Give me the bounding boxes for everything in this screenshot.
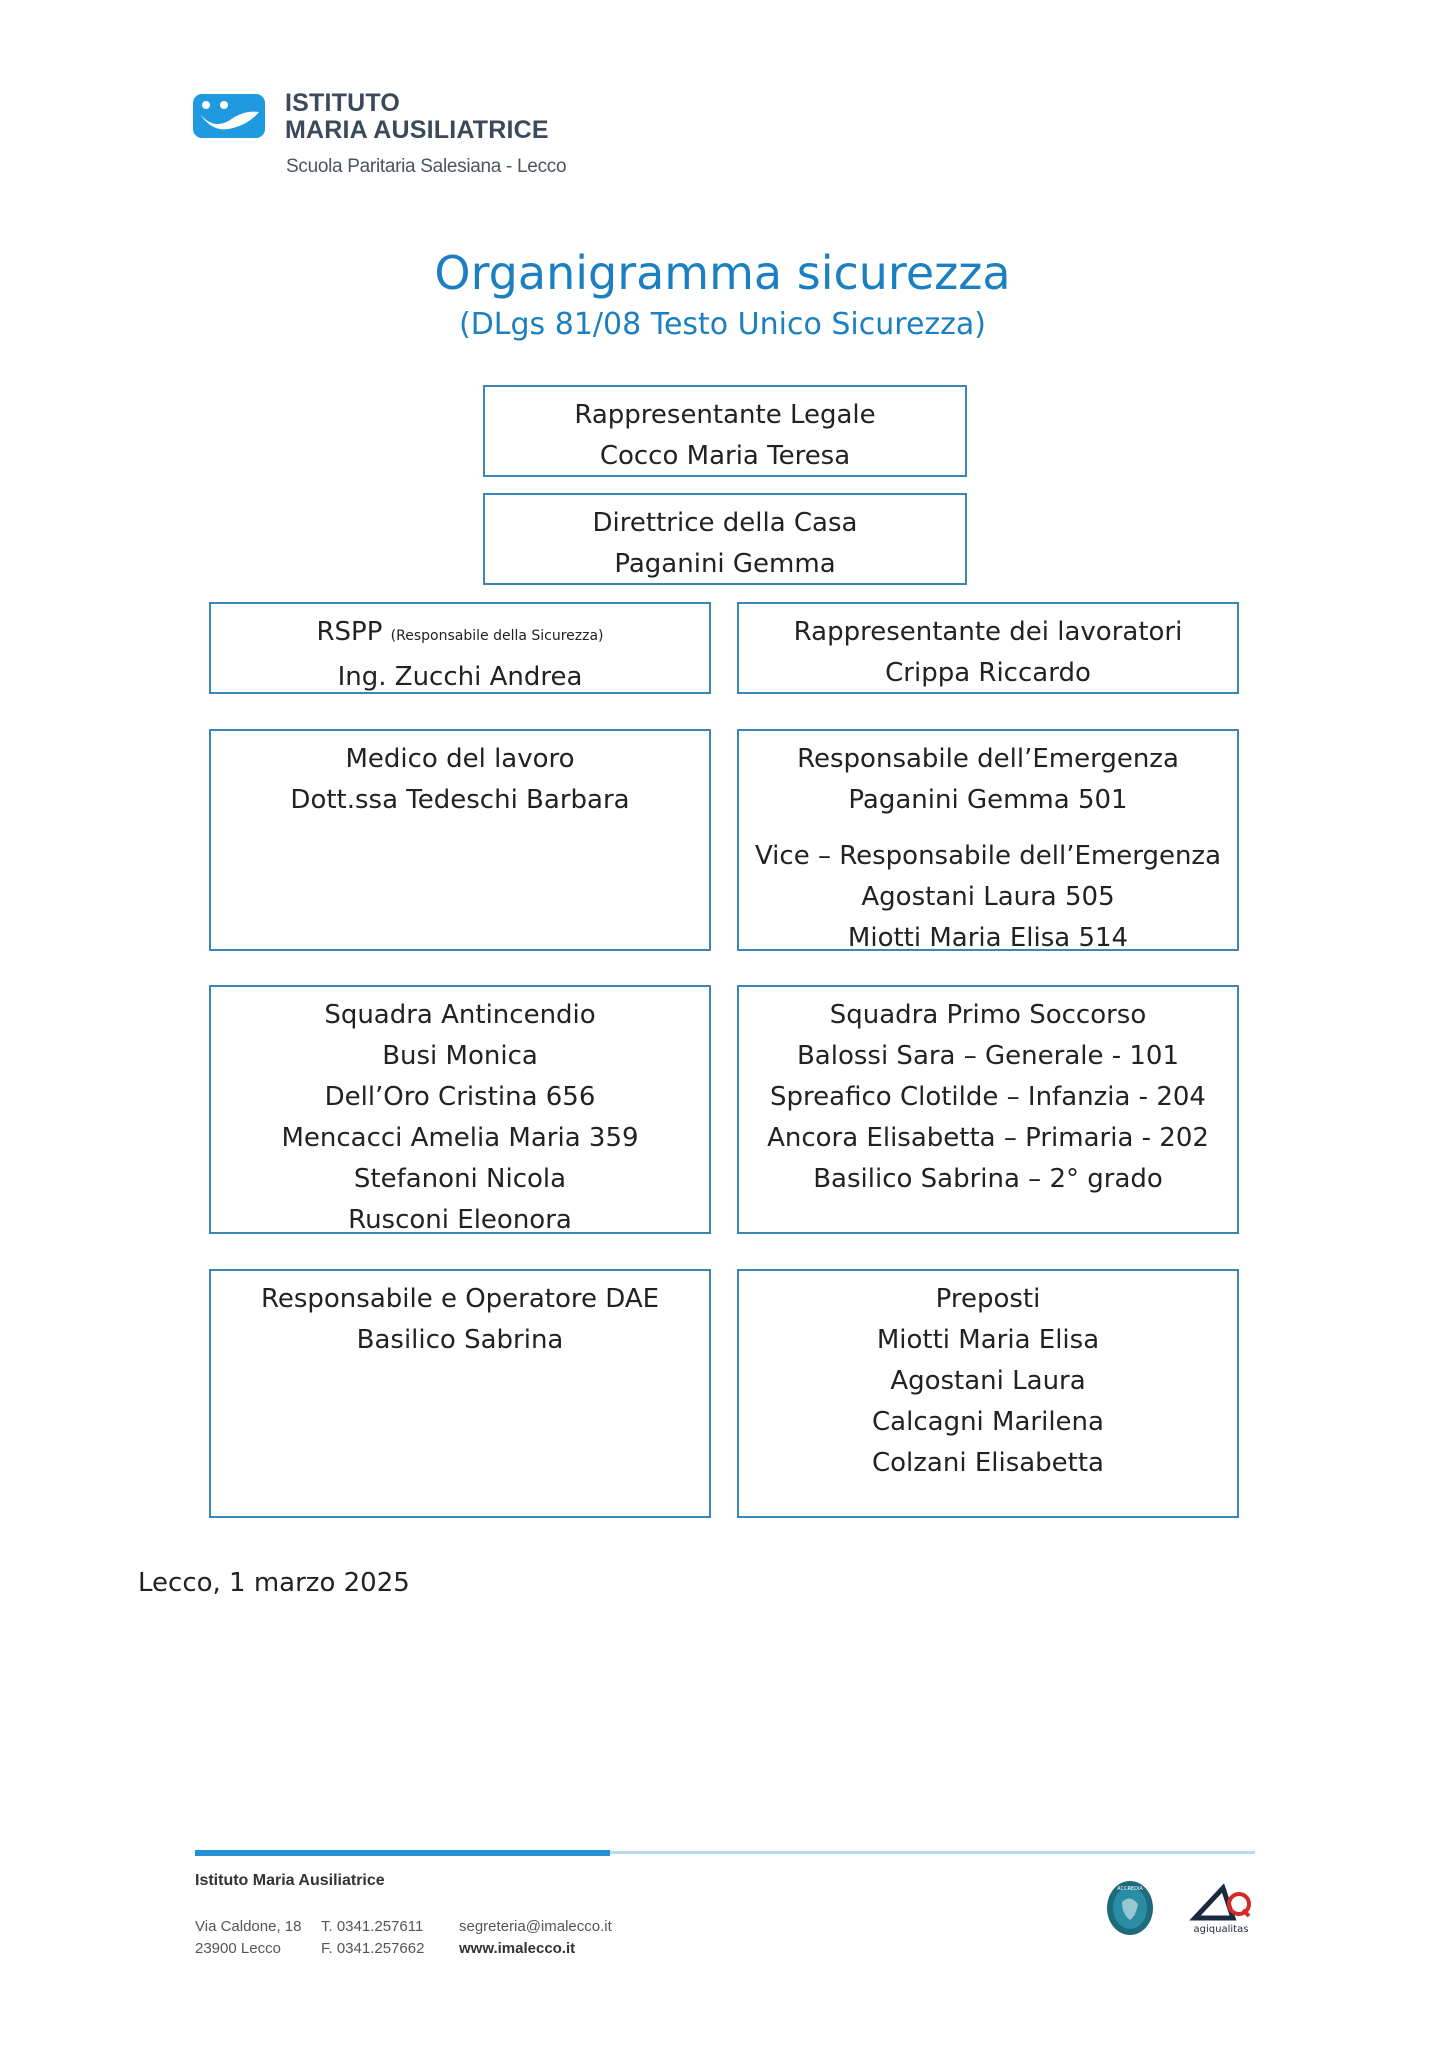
person-name: Mencacci Amelia Maria 359	[281, 1123, 639, 1153]
box-first-aid-team: Squadra Primo Soccorso Balossi Sara – Ge…	[737, 985, 1239, 1234]
box-supervisors: Preposti Miotti Maria Elisa Agostani Lau…	[737, 1269, 1239, 1518]
person-name: Ancora Elisabetta – Primaria - 202	[767, 1123, 1209, 1153]
footer-address-street: Via Caldone, 18	[195, 1918, 302, 1935]
person-name: Cocco Maria Teresa	[599, 441, 851, 471]
person-name: Colzani Elisabetta	[871, 1448, 1104, 1478]
role-label: Squadra Antincendio	[324, 1000, 596, 1030]
person-name: Ing. Zucchi Andrea	[337, 662, 583, 692]
box-emergency-manager: Responsabile dell’Emergenza Paganini Gem…	[737, 729, 1239, 953]
footer-fax: F. 0341.257662	[321, 1940, 425, 1957]
footer-institute-name: Istituto Maria Ausiliatrice	[195, 1872, 385, 1889]
logo-name: ISTITUTO MARIA AUSILIATRICE	[285, 89, 549, 144]
role-label: Rappresentante dei lavoratori	[793, 617, 1183, 647]
role-label: Direttrice della Casa	[592, 508, 858, 538]
role-label: Preposti	[935, 1284, 1041, 1314]
person-name: Basilico Sabrina – 2° grado	[813, 1164, 1163, 1194]
person-name: Agostani Laura 505	[861, 882, 1115, 912]
box-dae-operator: Responsabile e Operatore DAE Basilico Sa…	[209, 1269, 711, 1518]
footer-website[interactable]: www.imalecco.it	[459, 1940, 576, 1957]
person-name: Balossi Sara – Generale - 101	[796, 1041, 1180, 1071]
role-label: Responsabile dell’Emergenza	[797, 744, 1179, 774]
person-name: Paganini Gemma	[614, 549, 836, 579]
person-name: Miotti Maria Elisa 514	[847, 923, 1129, 953]
place-date: Lecco, 1 marzo 2025	[138, 1568, 410, 1598]
svg-text:ACCREDIA: ACCREDIA	[1117, 1886, 1143, 1892]
footer-rule-light	[610, 1851, 1255, 1854]
page-subtitle: (DLgs 81/08 Testo Unico Sicurezza)	[459, 307, 986, 342]
box-rspp: RSPP (Responsabile della Sicurezza) Ing.…	[209, 602, 711, 694]
box-fire-team: Squadra Antincendio Busi Monica Dell’Oro…	[209, 985, 711, 1235]
footer-rule	[195, 1850, 610, 1856]
person-name: Paganini Gemma 501	[848, 785, 1128, 815]
box-house-director: Direttrice della Casa Paganini Gemma	[483, 493, 967, 585]
role-label: Medico del lavoro	[345, 744, 575, 774]
role-label: Squadra Primo Soccorso	[829, 1000, 1147, 1030]
person-name: Agostani Laura	[890, 1366, 1086, 1396]
person-name: Busi Monica	[382, 1041, 538, 1071]
footer-address-city: 23900 Lecco	[195, 1940, 281, 1957]
person-name: Dott.ssa Tedeschi Barbara	[290, 785, 630, 815]
role-note: (Responsabile della Sicurezza)	[390, 628, 604, 644]
agiqualitas-badge-icon: agiqualitas	[1189, 1883, 1251, 1935]
box-legal-representative: Rappresentante Legale Cocco Maria Teresa	[483, 385, 967, 477]
role-label: RSPP (Responsabile della Sicurezza)	[316, 617, 604, 647]
person-name: Crippa Riccardo	[885, 658, 1091, 688]
person-name: Basilico Sabrina	[356, 1325, 564, 1355]
accredia-badge-icon: ACCREDIA	[1107, 1881, 1153, 1935]
person-name: Spreafico Clotilde – Infanzia - 204	[770, 1082, 1206, 1112]
role-label: Responsabile e Operatore DAE	[260, 1284, 660, 1314]
smile-logo-icon	[193, 94, 265, 138]
page-title: Organigramma sicurezza	[434, 246, 1011, 300]
role-label: Rappresentante Legale	[574, 400, 876, 430]
vice-role-label: Vice – Responsabile dell’Emergenza	[754, 841, 1222, 871]
footer-phone: T. 0341.257611	[321, 1918, 424, 1935]
svg-text:agiqualitas: agiqualitas	[1194, 1924, 1249, 1935]
footer-email[interactable]: segreteria@imalecco.it	[459, 1918, 612, 1935]
person-name: Calcagni Marilena	[872, 1407, 1104, 1437]
person-name: Rusconi Eleonora	[348, 1205, 572, 1235]
person-name: Miotti Maria Elisa	[876, 1325, 1100, 1355]
box-workers-representative: Rappresentante dei lavoratori Crippa Ric…	[737, 602, 1239, 694]
box-occupational-doctor: Medico del lavoro Dott.ssa Tedeschi Barb…	[209, 729, 711, 951]
person-name: Stefanoni Nicola	[353, 1164, 567, 1194]
person-name: Dell’Oro Cristina 656	[324, 1082, 596, 1112]
logo-subtitle: Scuola Paritaria Salesiana - Lecco	[286, 156, 567, 177]
